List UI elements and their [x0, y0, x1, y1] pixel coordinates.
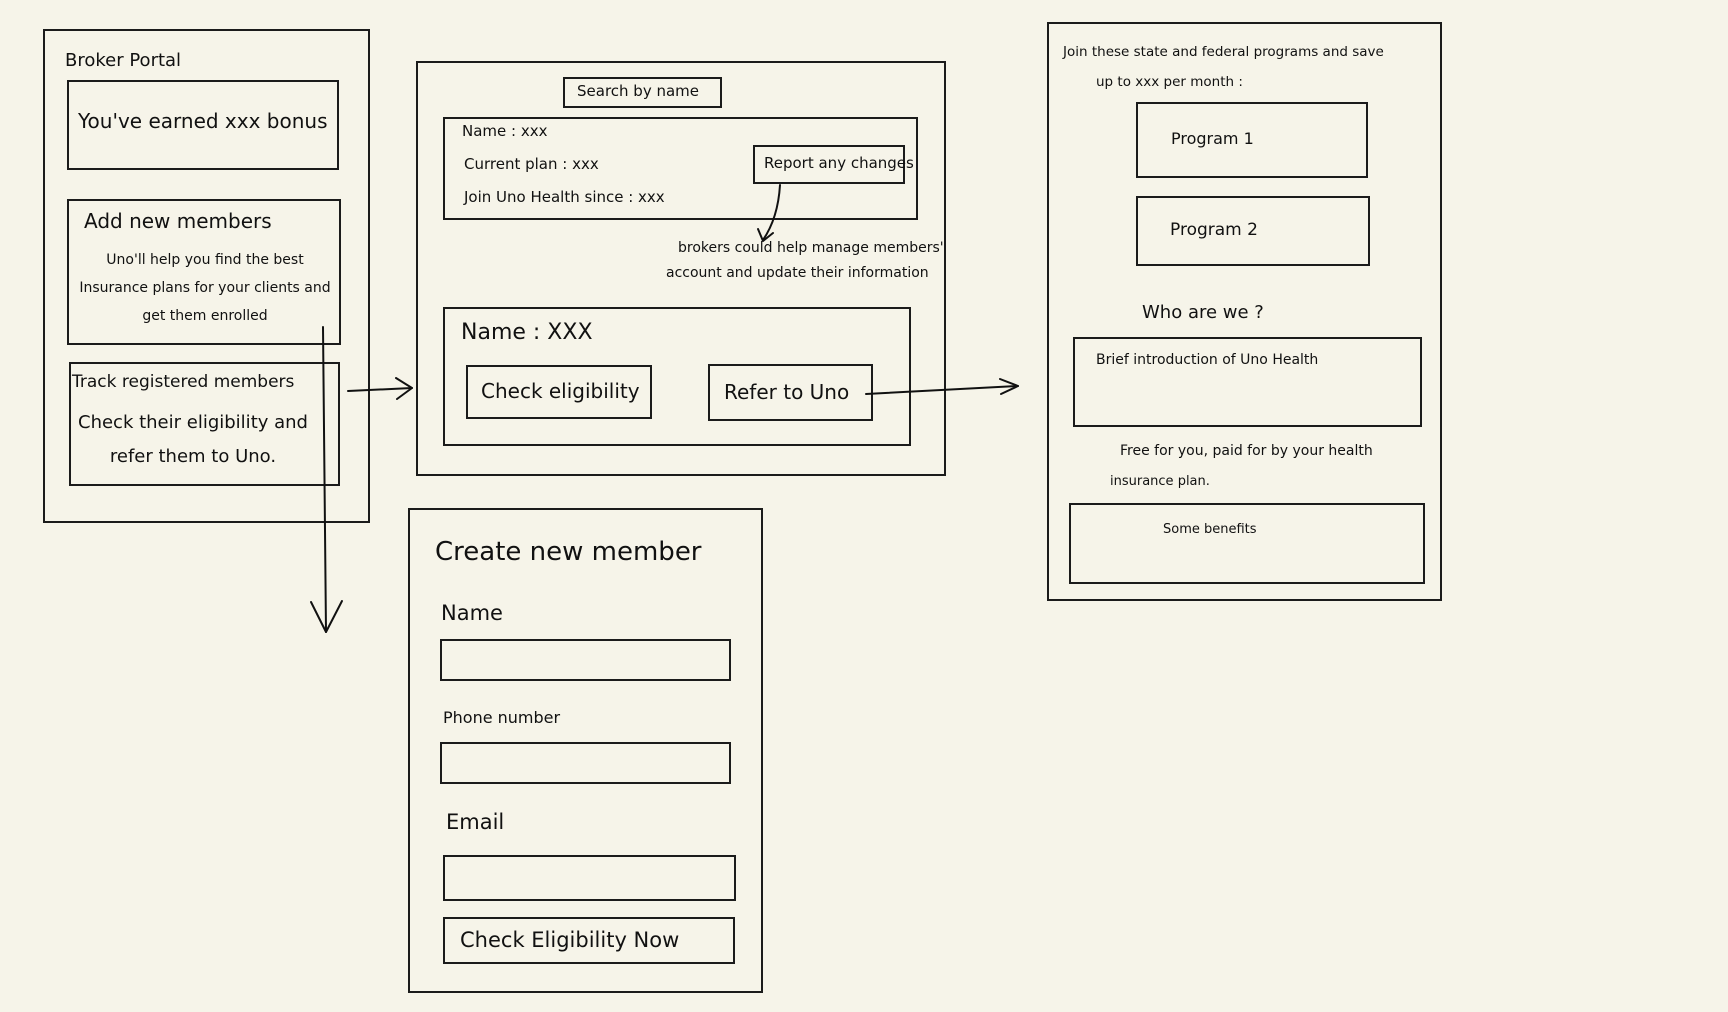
intro-card [1073, 337, 1422, 427]
benefits-card [1069, 503, 1425, 584]
programs-intro-line-2: up to xxx per month : [1096, 74, 1243, 90]
member-plan-line: Current plan : xxx [464, 155, 599, 173]
add-new-members-title: Add new members [84, 209, 272, 233]
annotation-line-2: account and update their information [666, 265, 929, 281]
search-by-name-placeholder: Search by name [577, 82, 700, 100]
phone-input[interactable] [440, 742, 731, 784]
intro-text: Brief introduction of Uno Health [1096, 352, 1319, 368]
member-row-name: Name : XXX [461, 320, 593, 345]
arrow-add-to-create-head [310, 600, 343, 633]
check-eligibility-button[interactable] [466, 365, 652, 419]
arrow-refer-to-uno-head [999, 378, 1019, 395]
benefits-text: Some benefits [1163, 522, 1257, 537]
check-eligibility-now-label: Check Eligibility Now [460, 928, 680, 952]
program-1-card[interactable] [1136, 102, 1368, 178]
phone-label: Phone number [443, 708, 561, 727]
report-changes-button[interactable] [753, 145, 905, 184]
track-members-description: Check their eligibility and refer them t… [78, 412, 308, 467]
program-1-label: Program 1 [1171, 129, 1254, 148]
free-note-line-1: Free for you, paid for by your health [1120, 443, 1373, 459]
track-members-card[interactable] [69, 362, 340, 486]
check-eligibility-now-button[interactable] [443, 917, 735, 964]
check-eligibility-label: Check eligibility [481, 379, 640, 403]
member-info-card [443, 117, 918, 220]
create-member-title: Create new member [435, 537, 702, 567]
member-row-card [443, 307, 911, 446]
arrow-track-to-members-head [395, 377, 413, 400]
bonus-text: You've earned xxx bonus [78, 109, 328, 133]
add-new-members-card[interactable] [67, 199, 341, 345]
program-2-label: Program 2 [1170, 220, 1258, 240]
create-member-screen [408, 508, 763, 993]
programs-intro-line-1: Join these state and federal programs an… [1063, 44, 1384, 60]
search-by-name-input[interactable] [563, 77, 722, 108]
email-input[interactable] [443, 855, 736, 901]
free-note-line-2: insurance plan. [1110, 474, 1210, 489]
report-changes-label: Report any changes [764, 154, 914, 172]
who-are-we-heading: Who are we ? [1142, 302, 1264, 323]
program-2-card[interactable] [1136, 196, 1370, 266]
broker-portal-title: Broker Portal [65, 50, 182, 71]
uno-programs-screen [1047, 22, 1442, 601]
member-since-line: Join Uno Health since : xxx [464, 188, 665, 206]
annotation-line-1: brokers could help manage members' [678, 240, 944, 256]
member-name-line: Name : xxx [462, 122, 548, 140]
email-label: Email [446, 810, 505, 834]
add-new-members-description: Uno'll help you find the best Insurance … [79, 252, 331, 324]
bonus-card[interactable] [67, 80, 339, 170]
track-members-title: Track registered members [72, 372, 295, 392]
broker-portal-screen [43, 29, 370, 523]
members-screen [416, 61, 946, 476]
name-label: Name [441, 601, 503, 625]
name-input[interactable] [440, 639, 731, 681]
refer-to-uno-label: Refer to Uno [724, 380, 850, 404]
